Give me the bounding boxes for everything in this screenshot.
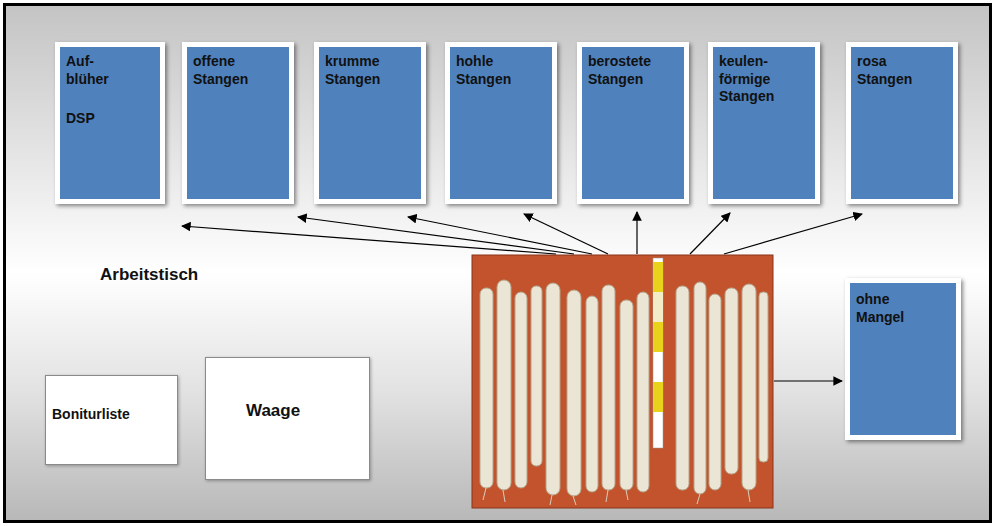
sorting-arrow: [690, 213, 730, 254]
ruler-segment: [653, 322, 663, 352]
spear: [567, 290, 581, 496]
box-label: Auf- blüher: [66, 53, 114, 88]
spear: [515, 292, 527, 488]
sort-bin: ohne Mangel: [845, 278, 961, 440]
sort-bin: Auf- blüherDSP: [55, 42, 165, 204]
sort-bin: berostete Stangen: [577, 42, 689, 204]
sorting-arrow: [636, 212, 637, 254]
box-label: Boniturliste: [52, 406, 171, 424]
asparagus-spears: [480, 280, 768, 496]
spear: [742, 284, 756, 490]
scale-box: Waage: [205, 357, 370, 480]
spear: [620, 300, 633, 490]
spear: [546, 283, 560, 495]
sorting-arrows: [182, 212, 862, 381]
box-label: keulen- förmige Stangen: [719, 53, 799, 106]
list-box: Boniturliste: [45, 375, 178, 465]
spear: [759, 292, 768, 462]
area-label: Arbeitstisch: [100, 264, 198, 285]
spear: [676, 286, 689, 490]
box-label: krumme Stangen: [325, 53, 405, 88]
root-lines: [483, 488, 750, 505]
spear: [531, 286, 542, 466]
sort-bin: rosa Stangen: [846, 42, 958, 204]
ruler-segment: [653, 382, 663, 412]
box-label: rosa Stangen: [857, 53, 937, 88]
sorting-arrow: [182, 226, 556, 254]
spear: [709, 294, 721, 490]
sort-bin: hohle Stangen: [445, 42, 557, 204]
work-table-frame: Arbeitstisch Auf- blüherDSP offene Stangen…: [3, 3, 992, 523]
sort-bin: krumme Stangen: [314, 42, 426, 204]
sorting-arrow: [724, 214, 862, 254]
spear: [586, 296, 598, 492]
sorting-arrow: [774, 380, 842, 381]
spear: [725, 288, 738, 474]
spear: [480, 288, 493, 488]
box-label: ohne Mangel: [856, 291, 936, 326]
spear: [497, 280, 511, 490]
box-label: hohle Stangen: [456, 53, 536, 88]
spear-roots: [483, 488, 750, 505]
box-label: offene Stangen: [193, 53, 273, 88]
ruler-segment: [653, 262, 663, 292]
ruler-segment: [653, 292, 663, 322]
box-label: DSP: [66, 110, 154, 128]
box-label: berostete Stangen: [588, 53, 670, 88]
ruler: [653, 258, 663, 448]
spear: [694, 282, 706, 494]
spear: [602, 285, 615, 490]
sort-bin: offene Stangen: [182, 42, 294, 204]
spear: [637, 292, 649, 492]
photo-background: [472, 255, 773, 508]
sort-bin: keulen- förmige Stangen: [708, 42, 820, 204]
box-label: Waage: [246, 400, 359, 421]
sorting-arrow: [408, 217, 592, 254]
ruler-body: [653, 258, 663, 448]
sorting-arrow: [524, 214, 608, 254]
asparagus-photo: [472, 255, 773, 508]
